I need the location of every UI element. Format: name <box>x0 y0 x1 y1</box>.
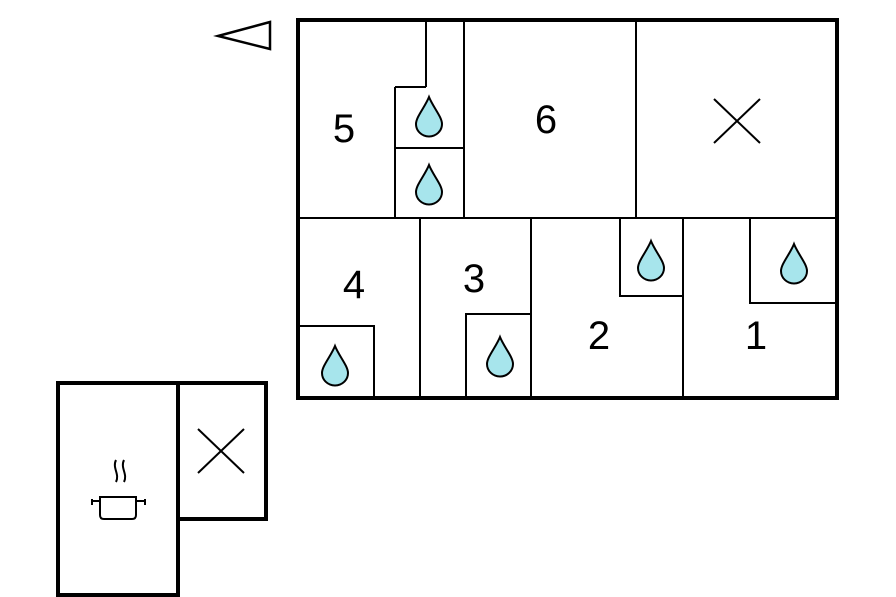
annex-kitchen-outline <box>56 381 180 597</box>
main-building: 5 6 4 3 2 1 <box>296 18 839 400</box>
cross-mark-icon <box>197 428 245 474</box>
room-label-2: 2 <box>588 314 610 358</box>
room-label-4: 4 <box>343 263 365 307</box>
triangle-left-icon <box>213 20 272 51</box>
room-label-3: 3 <box>463 257 485 301</box>
cooking-pot-icon <box>91 459 146 520</box>
room-label-5: 5 <box>333 107 355 151</box>
bath-room3-walls <box>465 313 531 398</box>
bath-room1-walls <box>749 218 837 304</box>
cross-mark-icon <box>713 98 761 144</box>
room-label-6: 6 <box>535 98 557 142</box>
main-building-outline <box>296 18 839 400</box>
bath-room4-walls <box>298 325 375 398</box>
annex-building <box>56 381 268 597</box>
bath-room2-walls <box>619 218 683 297</box>
room-label-1: 1 <box>745 314 767 358</box>
